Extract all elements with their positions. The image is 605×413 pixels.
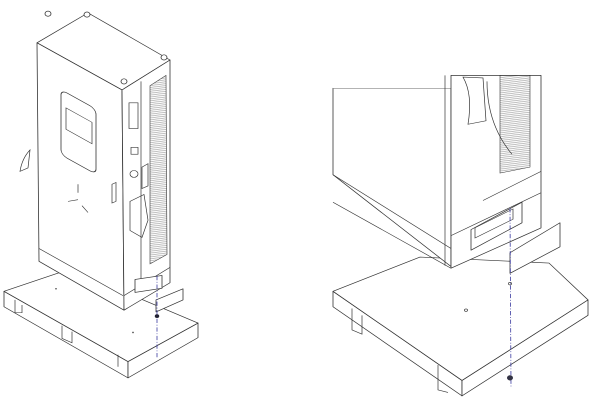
pallet-right (332, 256, 589, 397)
assembly-axis-right (509, 208, 512, 388)
bolt-icon (154, 314, 160, 319)
vent-grille (149, 74, 168, 265)
right-view (332, 75, 589, 397)
pallet-left (3, 268, 199, 379)
charger-cabinet-left (19, 10, 171, 311)
cover-plate-left (155, 288, 184, 313)
left-view (3, 10, 199, 379)
vent-grille (499, 75, 531, 174)
charger-cabinet-detail (332, 75, 542, 269)
bolt-icon (507, 375, 513, 381)
